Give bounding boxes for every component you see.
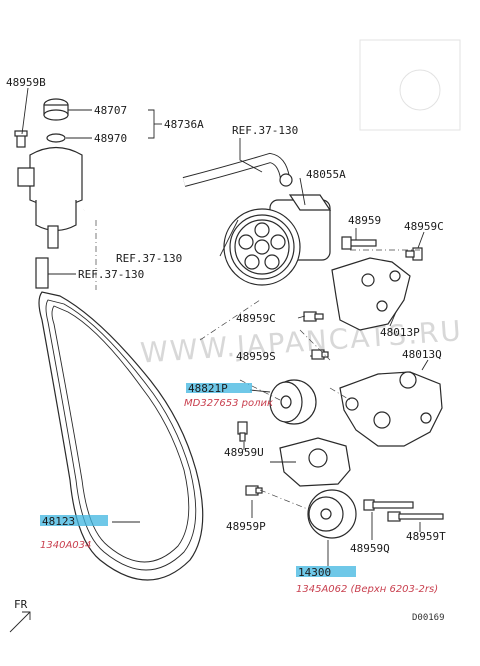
label-48970: 48970 [94,132,127,145]
label-48821p: 48821P [188,382,228,395]
bolt-48959p [245,485,263,496]
label-48959c-mid: 48959C [236,312,276,325]
note-belt-part-number: 1340A034 [40,540,91,551]
fr-label: FR [14,598,28,611]
bolt-48959c-top [405,247,423,261]
bolt-48959s [311,349,329,360]
label-48123: 48123 [42,515,75,528]
fr-arrow [9,611,31,633]
reservoir-tank [17,146,83,249]
label-48013q: 48013Q [402,348,442,361]
bolt-48959c-mid [303,311,324,322]
idler-pulley [269,379,317,425]
highlight-14300 [296,566,356,577]
note-idler-part-number: MD327653 ролик [184,398,273,409]
label-48959s: 48959S [236,350,276,363]
label-48959u: 48959U [224,446,264,459]
bolt-48959t [387,511,444,522]
label-ref-mid: REF.37-130 [116,252,182,265]
pressure-hose-inner [182,153,289,186]
label-48959: 48959 [348,214,381,227]
note-tensioner-part-number: 1345A062 (Верхн 6203-2rs) [296,584,438,595]
label-ref-top: REF.37-130 [232,124,298,137]
label-14300: 14300 [298,566,331,579]
o-ring [46,133,66,143]
suction-hose-inner [82,201,237,227]
label-48959c-top: 48959C [404,220,444,233]
highlight-48123 [40,515,108,526]
bolt-48959u [237,421,248,442]
bolt-48959 [341,236,377,250]
label-48959p: 48959P [226,520,266,533]
hose-fitting [279,173,293,187]
bracket-48013p [331,257,411,331]
diagram-code: D00169 [412,613,445,623]
pump-pulley [223,208,301,286]
reservoir-cap [43,98,69,121]
reservoir-bolt [14,130,28,148]
label-48736a: 48736A [164,118,204,131]
bolt-48959q [363,499,414,511]
label-48055a: 48055A [306,168,346,181]
drive-belt [38,291,204,581]
watermark-text: WWW.JAPANCATS.RU [139,314,464,369]
highlight-48821p [186,383,252,393]
label-48013p: 48013P [380,326,420,339]
label-48959b: 48959B [6,76,46,89]
tensioner-pulley [307,489,357,539]
ghost-figure [359,39,461,131]
bracket-48013q [339,371,443,447]
tensioner-arm [279,437,351,487]
outlet-pipe [35,257,49,289]
label-48959t: 48959T [406,530,446,543]
label-ref-left: REF.37-130 [78,268,144,281]
label-48707: 48707 [94,104,127,117]
label-48959q: 48959Q [350,542,390,555]
